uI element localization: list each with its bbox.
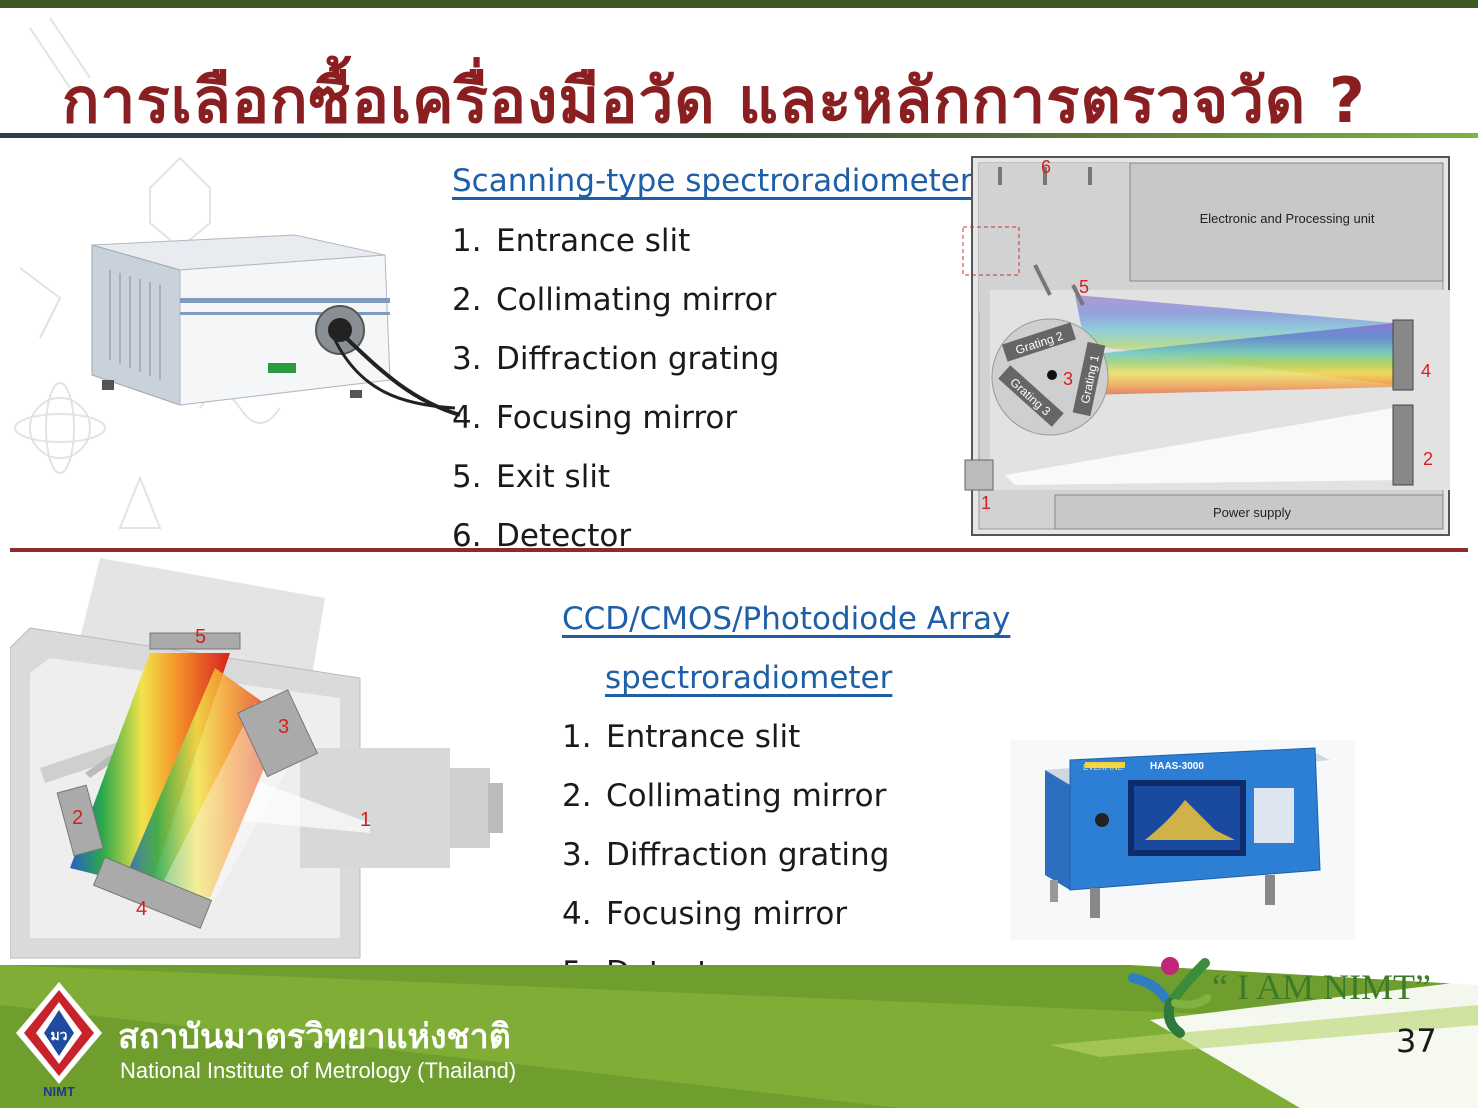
scanning-spectroradiometer-image xyxy=(91,234,461,417)
marker-4: 4 xyxy=(1421,361,1431,381)
array-diagram: 5 3 2 1 4 xyxy=(10,558,503,959)
nimt-logo: มว NIMT xyxy=(16,982,102,1099)
array-heading-line-1[interactable]: CCD/CMOS/Photodiode Array xyxy=(562,601,1011,637)
org-name-thai: สถาบันมาตรวิทยาแห่งชาติ xyxy=(118,1017,511,1057)
title-rule xyxy=(0,133,1478,138)
list-item: 1.Entrance slit xyxy=(562,719,801,755)
device-brand: EVERFINE xyxy=(1083,763,1123,772)
slogan: “ I AM NIMT” xyxy=(1212,967,1431,1007)
list-item: 1.Entrance slit xyxy=(452,223,691,259)
device-model: HAAS-3000 xyxy=(1150,761,1204,772)
list-item: 4.Focusing mirror xyxy=(452,400,738,436)
electronic-unit-label: Electronic and Processing unit xyxy=(1200,211,1375,226)
marker-5: 5 xyxy=(195,626,206,648)
marker-2: 2 xyxy=(1423,449,1433,469)
list-item: 2.Collimating mirror xyxy=(452,282,777,318)
marker-6: 6 xyxy=(1041,157,1051,177)
scanning-heading[interactable]: Scanning-type spectroradiometer xyxy=(452,163,973,199)
logo-english-text: NIMT xyxy=(43,1084,75,1099)
background-sketch xyxy=(14,17,281,529)
list-item: 3.Diffraction grating xyxy=(562,837,890,873)
list-item: 5.Exit slit xyxy=(452,459,611,495)
power-supply-label: Power supply xyxy=(1213,505,1292,520)
slide-title: การเลือกซื้อเครื่องมือวัด และหลักการตรวจ… xyxy=(62,64,1366,137)
array-components-list: 1.Entrance slit 2.Collimating mirror 3.D… xyxy=(562,719,889,1014)
page-number: 37 xyxy=(1396,1022,1437,1060)
section-divider xyxy=(10,548,1468,552)
i-am-nimt-emblem xyxy=(1128,957,1211,1038)
marker-1: 1 xyxy=(360,809,371,831)
array-spectroradiometer-image: EVERFINE HAAS-3000 xyxy=(1010,740,1355,940)
footer-band xyxy=(0,965,1478,1108)
logo-thai-text: มว xyxy=(50,1027,67,1043)
marker-2: 2 xyxy=(72,807,83,829)
marker-4: 4 xyxy=(136,898,147,920)
list-item: 3.Diffraction grating xyxy=(452,341,780,377)
top-bar xyxy=(0,0,1478,8)
marker-1: 1 xyxy=(981,493,991,513)
marker-3: 3 xyxy=(1063,369,1073,389)
array-heading-line-2[interactable]: spectroradiometer xyxy=(605,660,893,696)
scanning-components-list: 1.Entrance slit 2.Collimating mirror 3.D… xyxy=(452,223,779,577)
list-item: 2.Collimating mirror xyxy=(562,778,887,814)
org-name-english: National Institute of Metrology (Thailan… xyxy=(120,1058,517,1083)
list-item: 4.Focusing mirror xyxy=(562,896,848,932)
marker-3: 3 xyxy=(278,716,289,738)
scanning-diagram: Electronic and Processing unit Power sup… xyxy=(962,156,1450,536)
marker-5: 5 xyxy=(1079,277,1089,297)
